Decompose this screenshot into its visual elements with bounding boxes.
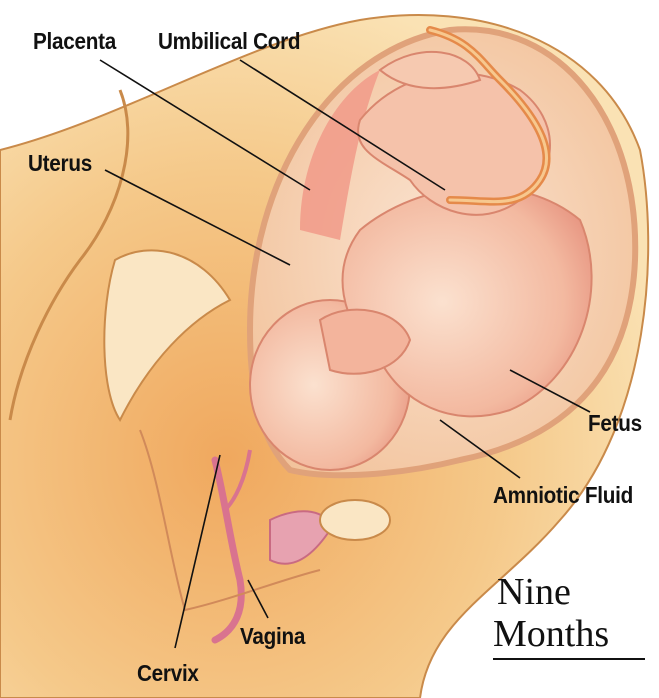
label-cervix: Cervix [137,660,199,687]
label-placenta: Placenta [33,28,116,55]
caption-line-2: Months [493,612,609,656]
caption-underline [493,658,645,660]
caption-line-1: Nine [497,570,571,614]
pelvic-bone [320,500,390,540]
label-fetus: Fetus [588,410,642,437]
label-uterus: Uterus [28,150,92,177]
label-vagina: Vagina [240,623,305,650]
label-amniotic-fluid: Amniotic Fluid [493,482,633,509]
label-umbilical-cord: Umbilical Cord [158,28,300,55]
